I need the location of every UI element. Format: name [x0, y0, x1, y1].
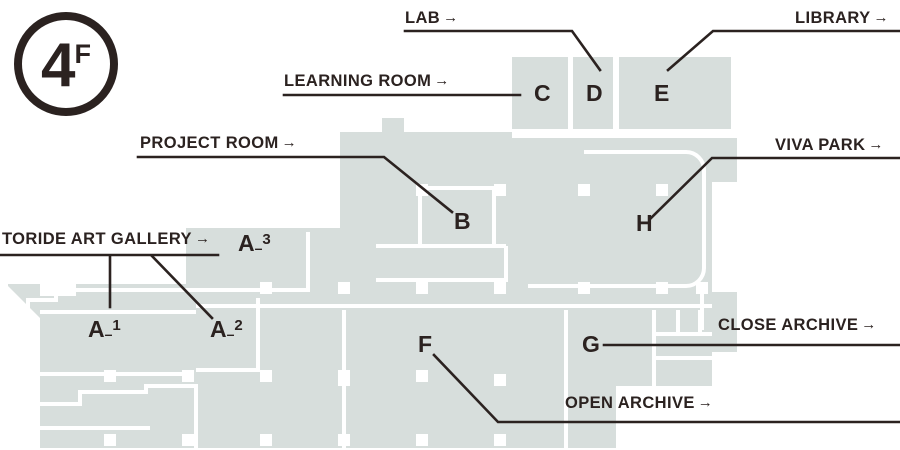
- callout-open-archive[interactable]: OPEN ARCHIVE→: [565, 395, 713, 412]
- floor-lower-right-extension: [616, 310, 712, 386]
- room-label-c[interactable]: C: [534, 82, 551, 105]
- room-letter: G: [582, 331, 600, 357]
- callout-viva-park[interactable]: VIVA PARK→: [775, 137, 884, 154]
- room-letter: D: [586, 80, 603, 106]
- room-dash: –: [254, 240, 263, 256]
- room-dash: –: [104, 326, 113, 342]
- room-label-h[interactable]: H: [636, 212, 653, 235]
- room-block-e[interactable]: [619, 57, 731, 129]
- room-label-e[interactable]: E: [654, 82, 669, 105]
- floor-badge-suffix: F: [74, 39, 91, 70]
- column-marker: [182, 434, 194, 446]
- room-letter: B: [454, 208, 471, 234]
- room-letter: A: [210, 316, 227, 342]
- room-letter: C: [534, 80, 551, 106]
- room-letter: A: [88, 316, 105, 342]
- room-letter: A: [238, 230, 255, 256]
- column-marker: [494, 434, 506, 446]
- upper-room-blocks: [512, 57, 731, 129]
- arrow-icon: →: [194, 230, 211, 247]
- leader-viva-park: [648, 156, 900, 221]
- column-marker: [26, 370, 38, 382]
- room-index: 1: [112, 317, 121, 334]
- room-dash: –: [226, 326, 235, 342]
- room-block-d[interactable]: [573, 57, 613, 129]
- room-label-d[interactable]: D: [586, 82, 603, 105]
- column-marker: [696, 282, 708, 294]
- column-marker: [578, 282, 590, 294]
- column-marker: [182, 370, 194, 382]
- arrow-icon: →: [861, 316, 877, 333]
- column-marker: [494, 184, 506, 196]
- room-letter: E: [654, 80, 670, 106]
- callout-lab-label: LAB: [405, 9, 441, 27]
- leader-lines: [0, 29, 900, 424]
- room-area-a3[interactable]: [186, 228, 308, 290]
- room-label-a1[interactable]: A–1: [88, 316, 121, 342]
- room-index: 3: [262, 231, 271, 248]
- wall-a2: [196, 298, 260, 372]
- column-marker: [494, 282, 506, 294]
- leader-toride-a2: [150, 254, 214, 320]
- column-marker: [656, 282, 668, 294]
- arrow-icon: →: [697, 394, 714, 411]
- callout-lab[interactable]: LAB→: [405, 10, 459, 27]
- callout-close-archive[interactable]: CLOSE ARCHIVE→: [718, 317, 877, 334]
- wall-bottom-left-rooms: [12, 384, 198, 448]
- callout-close-archive-label: CLOSE ARCHIVE: [718, 316, 859, 334]
- floor-badge: 4 F: [14, 12, 118, 116]
- column-marker: [416, 282, 428, 294]
- column-markers: [26, 184, 708, 446]
- callout-library-label: LIBRARY: [795, 9, 871, 27]
- callout-library[interactable]: LIBRARY→: [795, 10, 889, 27]
- leader-project-room: [136, 155, 454, 214]
- column-marker: [494, 374, 506, 386]
- arrow-icon: →: [434, 72, 450, 89]
- arrow-icon: →: [281, 134, 298, 151]
- floor-badge-number: 4: [41, 31, 76, 101]
- arrow-icon: →: [873, 9, 889, 26]
- room-label-b[interactable]: B: [454, 210, 471, 233]
- wall-h-courtyard: [584, 150, 706, 288]
- column-marker: [26, 434, 38, 446]
- column-marker: [416, 434, 428, 446]
- column-marker: [338, 282, 350, 294]
- arrow-icon: →: [868, 136, 884, 153]
- callout-open-archive-label: OPEN ARCHIVE: [565, 394, 695, 412]
- room-letter: H: [636, 210, 653, 236]
- room-label-a3[interactable]: A–3: [238, 230, 271, 256]
- wall-a1: [26, 288, 190, 374]
- callout-learning-room[interactable]: LEARNING ROOM→: [284, 73, 450, 90]
- column-marker: [260, 434, 272, 446]
- column-marker: [104, 370, 116, 382]
- callout-viva-park-label: VIVA PARK: [775, 136, 866, 154]
- room-block-c[interactable]: [512, 57, 568, 129]
- column-marker: [656, 184, 668, 196]
- column-marker: [578, 184, 590, 196]
- column-marker: [338, 374, 350, 386]
- leader-open-archive: [432, 353, 900, 424]
- wall-a3-edge: [186, 232, 310, 292]
- column-marker: [260, 370, 272, 382]
- callout-project-room-label: PROJECT ROOM: [140, 134, 279, 152]
- column-marker: [338, 434, 350, 446]
- callout-toride-art-gallery-label: TORIDE ART GALLERY: [2, 230, 192, 248]
- room-label-a2[interactable]: A–2: [210, 316, 243, 342]
- column-marker: [416, 370, 428, 382]
- arrow-icon: →: [443, 9, 459, 26]
- room-index: 2: [234, 317, 243, 334]
- column-marker: [416, 184, 428, 196]
- leader-lab: [403, 29, 602, 72]
- leader-library: [666, 29, 900, 72]
- column-marker: [104, 434, 116, 446]
- column-marker: [260, 282, 272, 294]
- callout-toride-art-gallery[interactable]: TORIDE ART GALLERY→: [2, 231, 210, 248]
- room-label-g[interactable]: G: [582, 333, 600, 356]
- room-label-f[interactable]: F: [418, 333, 432, 356]
- callout-learning-room-label: LEARNING ROOM: [284, 72, 432, 90]
- room-letter: F: [418, 331, 433, 357]
- callout-project-room[interactable]: PROJECT ROOM→: [140, 135, 297, 152]
- interior-walls: [12, 150, 712, 448]
